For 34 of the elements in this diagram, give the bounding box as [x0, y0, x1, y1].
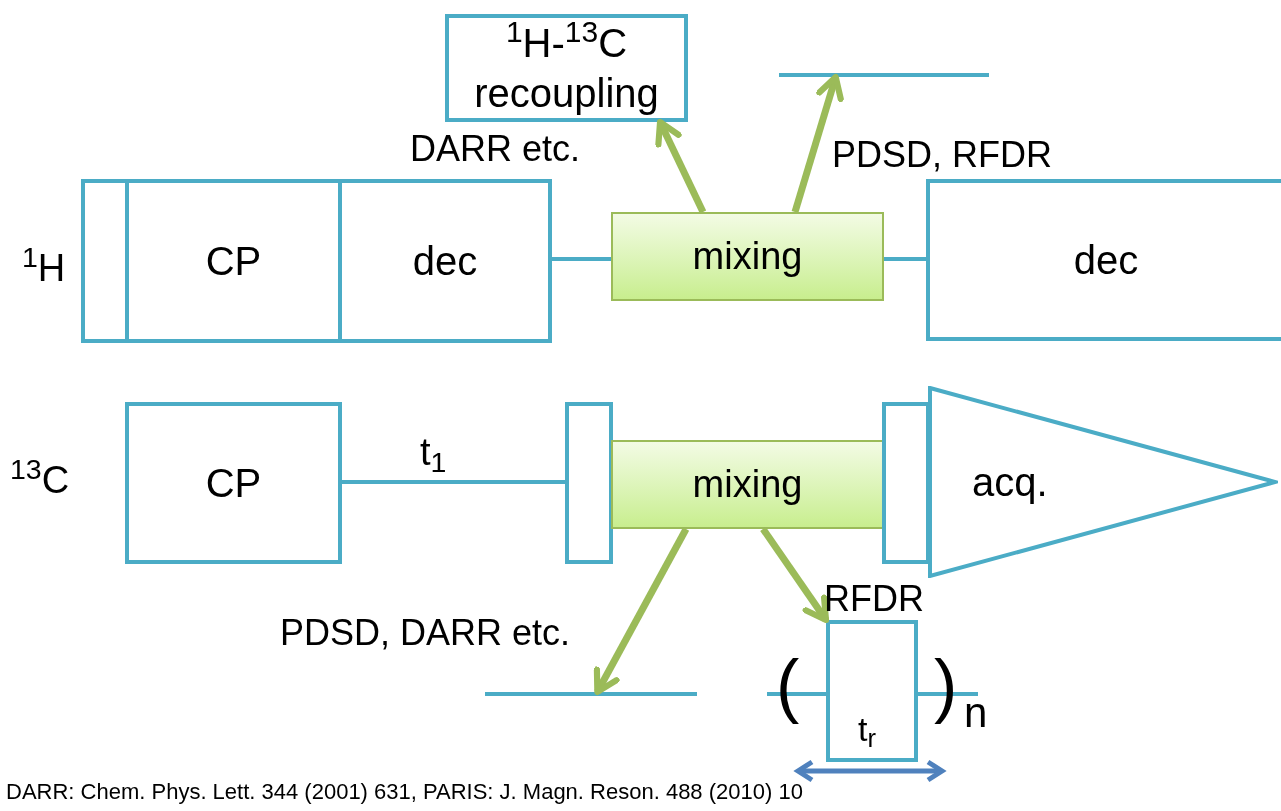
box-label: dec	[1073, 237, 1139, 284]
mixing-box	[611, 440, 884, 529]
channel-label: $^{1}$H	[22, 240, 66, 291]
connector-line	[552, 257, 611, 262]
box-label: mixing	[692, 233, 803, 279]
pulse-box	[826, 620, 918, 762]
arrow	[791, 73, 844, 213]
delay-label: t$_{1}$	[420, 430, 447, 481]
arrow	[760, 527, 830, 624]
connector-line	[342, 480, 565, 485]
repeat-count: n	[964, 692, 988, 734]
box-label: mixing	[692, 461, 803, 507]
arrow	[655, 118, 707, 214]
acquisition-triangle	[928, 386, 1278, 578]
recoupling-box	[445, 14, 688, 122]
cp-box	[125, 402, 342, 564]
connector-line	[884, 257, 926, 262]
method-label: DARR etc.	[410, 127, 581, 171]
channel-label: $^{13}$C	[10, 452, 70, 503]
period-label: t$_{r}$	[858, 712, 876, 746]
mixing-box	[611, 212, 884, 301]
box-label: dec	[412, 238, 478, 285]
method-label: PDSD, RFDR	[832, 133, 1052, 177]
box-label: acq.	[972, 459, 1048, 506]
pulse-box	[882, 402, 930, 564]
method-label: RFDR	[824, 577, 924, 621]
method-label: PDSD, DARR etc.	[280, 611, 571, 655]
box-label: $^{1}$H-$^{13}$C recoupling	[473, 18, 660, 117]
box-label: CP	[205, 460, 262, 507]
decoupling-box	[926, 179, 1281, 341]
box-label: CP	[205, 238, 262, 285]
pulse-box	[565, 402, 613, 564]
arrow	[593, 527, 690, 696]
citation-text: DARR: Chem. Phys. Lett. 344 (2001) 631, PARIS: J. Magn. Reson. 488 (2010) 10	[6, 778, 803, 806]
